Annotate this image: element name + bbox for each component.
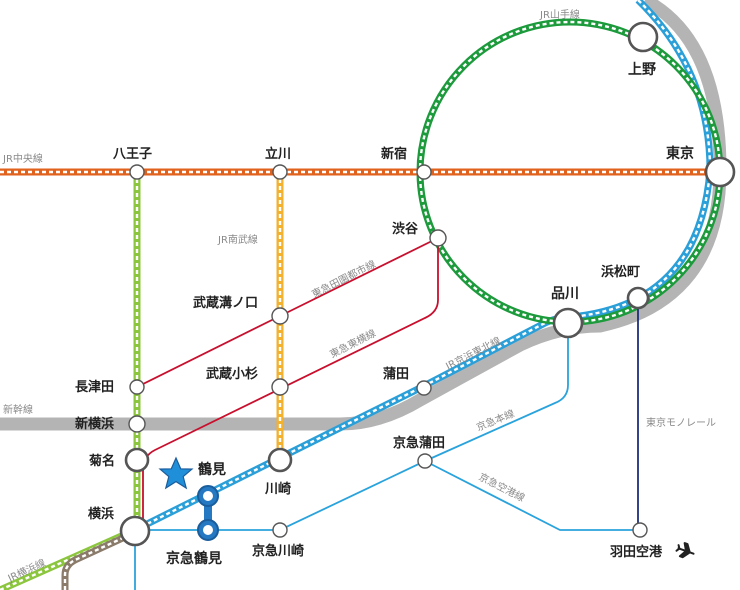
label-chuo: JR中央線	[2, 152, 43, 165]
airplane-icon	[675, 542, 695, 559]
station-kikuna[interactable]	[124, 447, 150, 473]
label-nambu: JR南武線	[217, 233, 258, 246]
station-tokyo[interactable]	[704, 156, 736, 188]
station-kawasaki[interactable]	[267, 447, 293, 473]
label-toyoko: 東急東横線	[327, 326, 377, 360]
station-nagatsuta[interactable]	[129, 379, 145, 395]
shinkansen-line	[0, 0, 727, 431]
station-shinagawa[interactable]	[552, 307, 584, 339]
label-keikyu-kamata: 京急蒲田	[393, 435, 445, 451]
label-denentoshi: 東急田園都市線	[309, 257, 377, 300]
label-nagatsuta: 長津田	[75, 379, 114, 395]
station-musashi-mizonokuchi[interactable]	[271, 307, 289, 325]
label-haneda-airport: 羽田空港	[610, 544, 663, 560]
label-kamata: 蒲田	[383, 366, 409, 382]
label-monorail: 東京モノレール	[646, 416, 716, 429]
station-shibuya[interactable]	[429, 229, 447, 247]
label-keikyu-tsurumi: 京急鶴見	[166, 550, 222, 567]
label-yokohama: 横浜	[88, 506, 114, 522]
station-hachioji[interactable]	[129, 164, 145, 180]
station-shinjuku[interactable]	[416, 164, 432, 180]
label-shin-yokohama: 新横浜	[75, 416, 114, 432]
label-kikuna: 菊名	[89, 453, 115, 469]
label-yamanote: JR山手線	[539, 8, 580, 21]
label-kawasaki: 川崎	[264, 481, 291, 497]
label-keikyu-kawasaki: 京急川崎	[252, 543, 304, 559]
label-tokyo: 東京	[666, 145, 694, 162]
station-ueno[interactable]	[627, 21, 659, 53]
station-yokohama[interactable]	[119, 515, 151, 547]
star-icon	[158, 456, 194, 490]
label-hachioji: 八王子	[112, 147, 152, 162]
label-hamamatsucho: 浜松町	[601, 264, 640, 280]
keikyu-lines	[134, 323, 640, 590]
station-keikyu-kamata[interactable]	[417, 453, 433, 469]
stations	[119, 21, 736, 547]
brown-line	[61, 533, 127, 590]
yokohama-line	[0, 172, 141, 590]
station-haneda-airport[interactable]	[632, 522, 648, 538]
label-shibuya: 渋谷	[392, 221, 419, 237]
station-hamamatsucho[interactable]	[626, 286, 650, 310]
station-musashi-kosugi[interactable]	[271, 378, 289, 396]
label-shinkansen: 新幹線	[3, 403, 33, 416]
label-musashi-mizonokuchi: 武蔵溝ノ口	[193, 295, 258, 311]
label-tachikawa: 立川	[265, 146, 291, 162]
label-shinjuku: 新宿	[381, 146, 407, 162]
label-shinagawa: 品川	[551, 286, 579, 302]
station-kamata[interactable]	[416, 380, 432, 396]
label-tsurumi: 鶴見	[198, 461, 226, 478]
label-musashi-kosugi: 武蔵小杉	[206, 366, 258, 382]
label-keikyu-airport: 京急空港線	[477, 470, 527, 504]
label-ueno: 上野	[628, 62, 656, 78]
station-shin-yokohama[interactable]	[128, 415, 146, 433]
station-keikyu-kawasaki[interactable]	[272, 522, 288, 538]
station-tachikawa[interactable]	[272, 164, 288, 180]
